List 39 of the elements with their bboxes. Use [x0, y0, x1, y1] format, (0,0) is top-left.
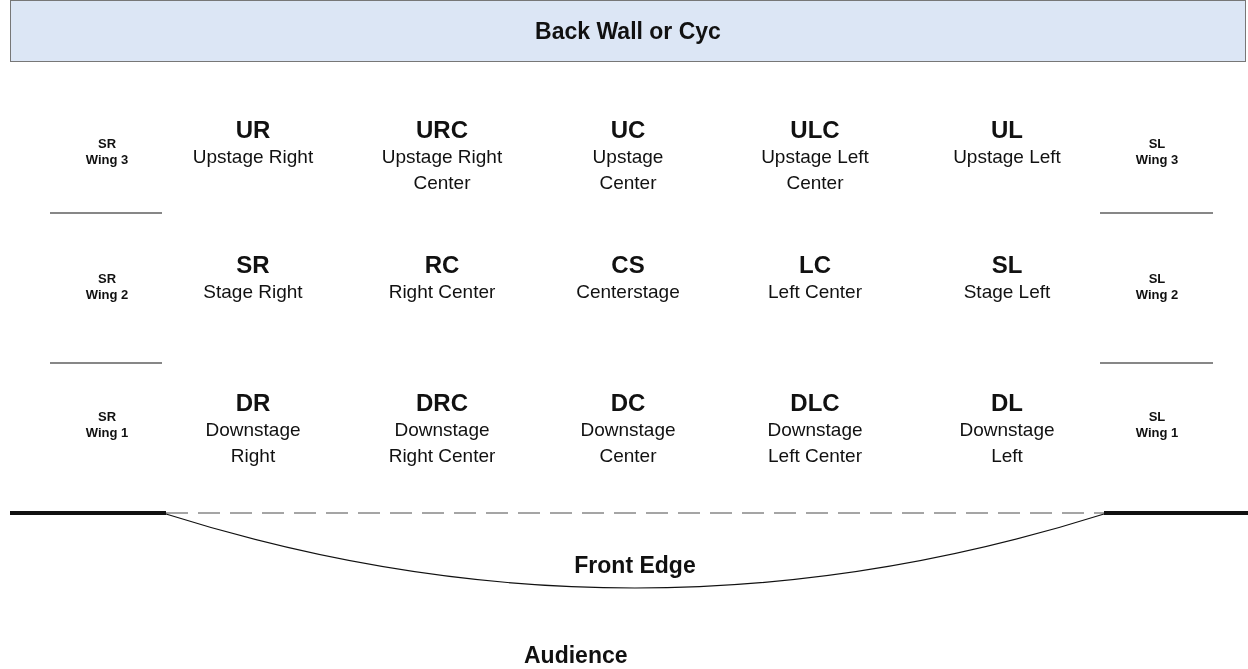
wing-label: SL Wing 2: [1134, 271, 1180, 303]
position-name: Upstage Center: [591, 145, 665, 195]
position-code: LC: [798, 251, 832, 279]
position-code: UC: [609, 116, 647, 144]
position-name: Right Center: [387, 280, 497, 304]
position-name: Stage Right: [202, 280, 304, 304]
audience-label: Audience: [524, 642, 628, 669]
position-code: URC: [415, 116, 469, 144]
wing-label: SL Wing 3: [1134, 136, 1180, 168]
position-name: Upstage Left: [952, 145, 1062, 169]
front-edge-label: Front Edge: [573, 552, 697, 579]
position-name: Downstage Left: [958, 418, 1056, 468]
position-code: SR: [235, 251, 271, 279]
position-code: ULC: [789, 116, 841, 144]
position-code: DRC: [415, 389, 469, 417]
position-name: Stage Left: [962, 280, 1052, 304]
position-code: UL: [990, 116, 1024, 144]
position-code: CS: [610, 251, 646, 279]
position-name: Downstage Left Center: [766, 418, 864, 468]
position-name: Downstage Center: [579, 418, 677, 468]
position-name: Downstage Right: [204, 418, 302, 468]
position-code: DLC: [789, 389, 841, 417]
wing-label: SR Wing 2: [84, 271, 130, 303]
position-code: DC: [609, 389, 647, 417]
position-code: DR: [234, 389, 272, 417]
position-code: UR: [234, 116, 272, 144]
wing-label: SR Wing 1: [84, 409, 130, 441]
position-name: Left Center: [767, 280, 863, 304]
back-wall-band: Back Wall or Cyc: [10, 0, 1246, 62]
position-name: Upstage Right: [191, 145, 315, 169]
position-code: SL: [990, 251, 1024, 279]
position-name: Downstage Right Center: [387, 418, 497, 468]
position-name: Centerstage: [575, 280, 681, 304]
position-name: Upstage Right Center: [380, 145, 504, 195]
position-code: RC: [423, 251, 461, 279]
position-name: Upstage Left Center: [760, 145, 870, 195]
wing-label: SL Wing 1: [1134, 409, 1180, 441]
wing-label: SR Wing 3: [84, 136, 130, 168]
position-code: DL: [990, 389, 1024, 417]
